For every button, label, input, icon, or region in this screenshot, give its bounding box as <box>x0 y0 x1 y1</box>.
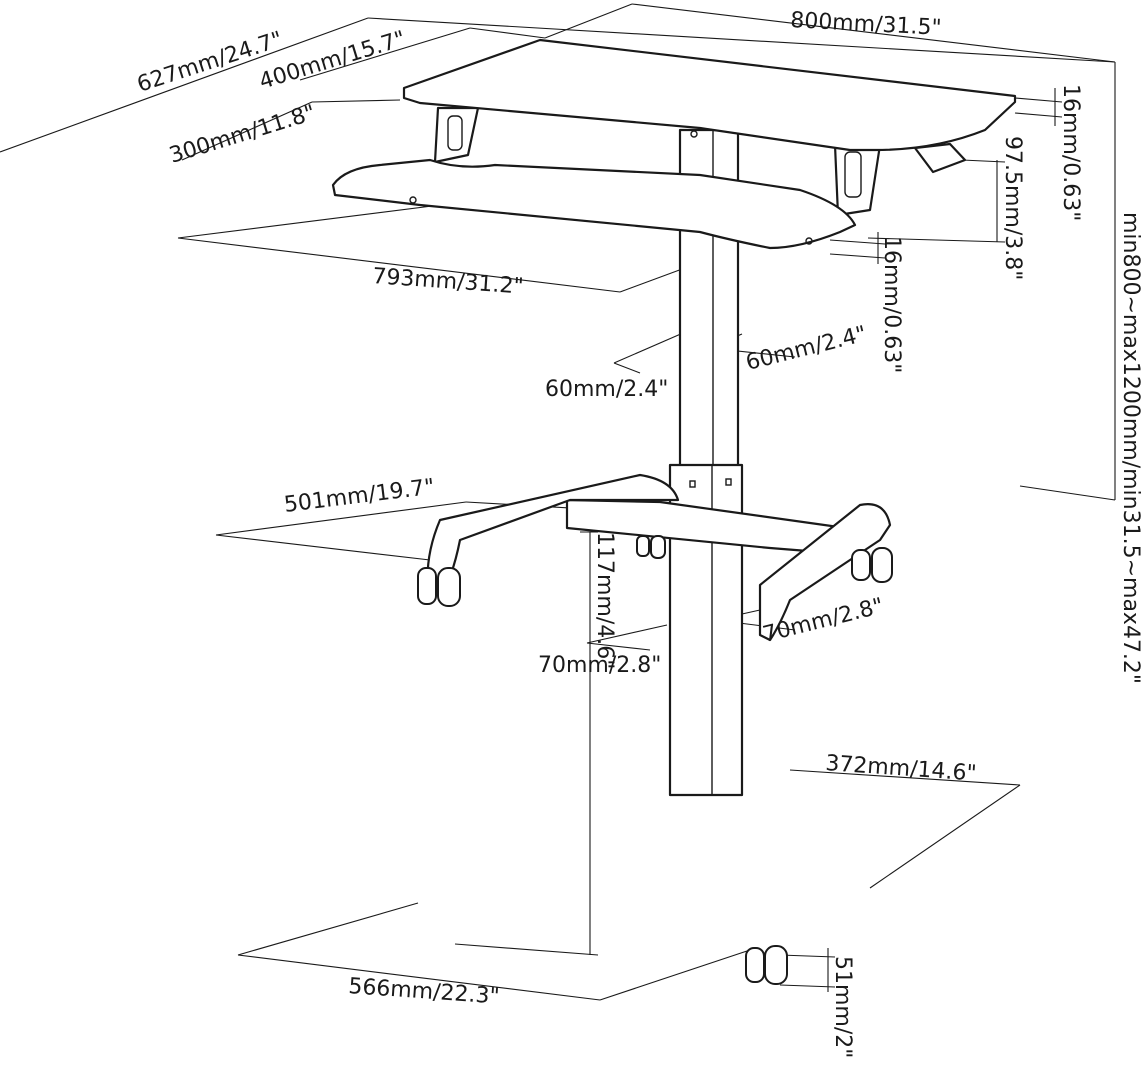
caster-front-right <box>745 945 788 985</box>
label-width-top: 800mm/31.5" <box>790 8 942 41</box>
dimension-lines <box>0 3 1116 1001</box>
label-base-depth: 566mm/22.3" <box>348 974 501 1009</box>
label-thickness-top: 16mm/0.63" <box>1058 84 1083 221</box>
label-lower-column-a: 70mm/2.8" <box>538 653 661 678</box>
label-base-height: 117mm/4.6" <box>592 532 617 669</box>
label-base-front: 501mm/19.7" <box>283 475 436 518</box>
height-lever <box>913 142 967 174</box>
right-bracket <box>833 143 882 217</box>
caster-rear-left <box>636 535 666 559</box>
caster-front-left <box>417 567 461 607</box>
base-right-leg <box>758 503 892 642</box>
label-gap: 97.5mm/3.8" <box>1000 136 1025 280</box>
desk-drawing <box>331 38 1017 985</box>
label-upper-column-a: 60mm/2.4" <box>545 377 668 402</box>
label-height-range: min800~max1200mm/min31.5~max47.2" <box>1118 212 1143 684</box>
label-width-keyboard: 793mm/31.2" <box>372 264 525 299</box>
label-caster-height: 51mm/2" <box>830 956 855 1058</box>
caster-rear-right <box>851 547 893 583</box>
label-upper-column-b: 60mm/2.4" <box>743 322 869 376</box>
label-base-back: 372mm/14.6" <box>825 751 978 786</box>
label-depth-keyboard: 300mm/11.8" <box>166 101 318 169</box>
label-thickness-keyboard: 16mm/0.63" <box>879 236 904 373</box>
